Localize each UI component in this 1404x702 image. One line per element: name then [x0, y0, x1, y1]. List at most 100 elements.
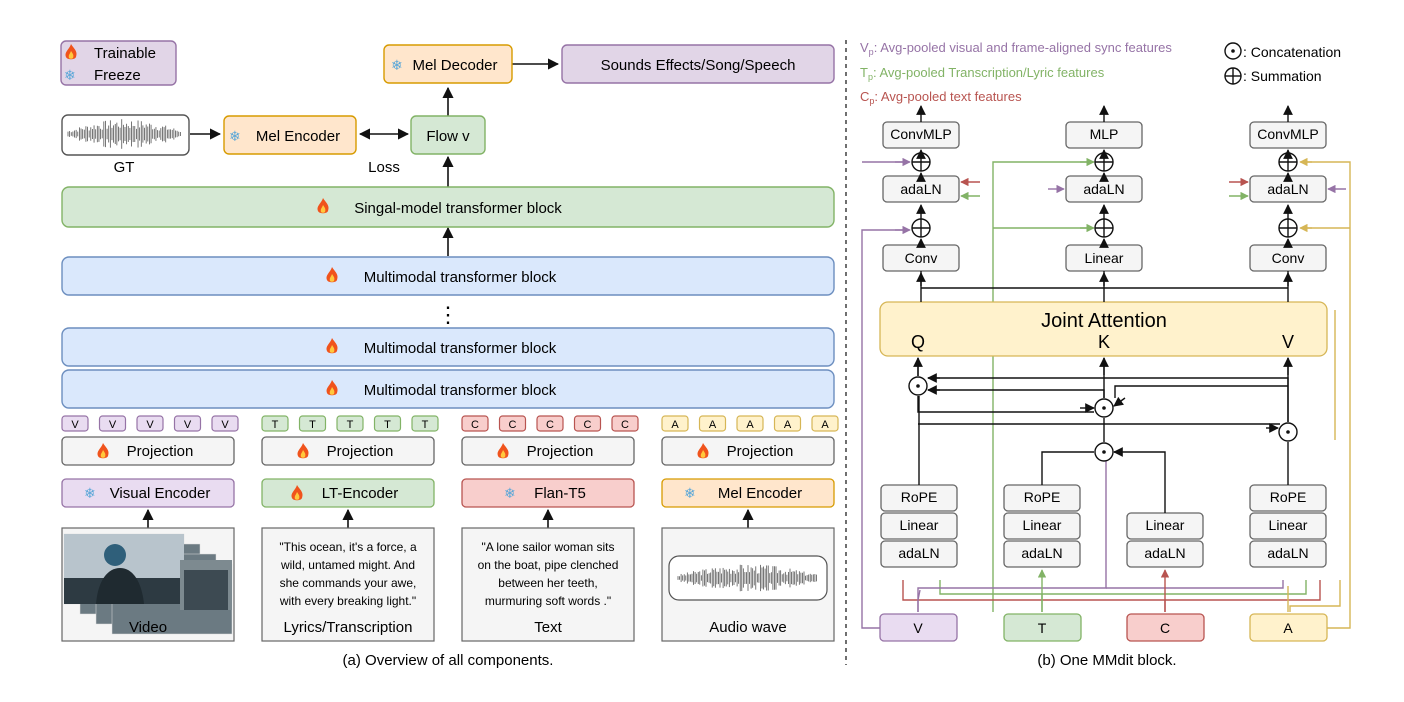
token-label: V [221, 419, 229, 431]
input-box-t [1003, 613, 1082, 642]
v-residual [861, 229, 906, 629]
snowflake-icon: ❄ [64, 67, 76, 83]
legend-box [60, 40, 177, 86]
mm-block-bottom [61, 369, 835, 409]
flame-icon [326, 267, 338, 283]
mm-block-top [61, 256, 835, 296]
caption-a: (a) Overview of all components. [343, 652, 554, 669]
legend-trainable: Trainable [94, 45, 156, 62]
v-to-k2 [1114, 385, 1288, 398]
token-V [173, 415, 202, 432]
lyrics-line-2: wild, untamed might. And [280, 558, 415, 572]
lyrics-line-3: she commands your awe, [280, 576, 417, 590]
flame-icon [317, 198, 329, 214]
token-A [698, 415, 727, 432]
mid-label-right: Conv [1272, 250, 1305, 266]
input-box-c [1126, 613, 1205, 642]
snowflake-icon: ❄ [684, 485, 696, 501]
t-residual [992, 161, 1092, 612]
q-label: Q [911, 332, 925, 352]
sum-icon [1094, 152, 1114, 172]
lyrics-line-1: "This ocean, it's a force, a [279, 540, 417, 554]
linear-label-1: Linear [900, 517, 939, 533]
token-V [211, 415, 239, 432]
sum-icon [1094, 218, 1114, 238]
v-to-k [917, 460, 1107, 612]
person-head [104, 544, 126, 566]
token-label: C [509, 419, 517, 431]
sum-icon [1278, 152, 1298, 172]
mm-block-top-label: Multimodal transformer block [364, 269, 557, 286]
token-T [373, 415, 402, 432]
input-label-v: V [913, 620, 923, 636]
adaln-box [1126, 540, 1204, 568]
gt-label: GT [114, 159, 135, 176]
token-C [611, 415, 639, 432]
adaln-bottom-1: adaLN [898, 545, 939, 561]
gt-waveform-box [61, 114, 190, 156]
token-label: C [584, 419, 592, 431]
arr-k2 [1113, 396, 1126, 407]
snowflake-icon: ❄ [229, 128, 241, 144]
prompt-line-1: "A lone sailor woman sits [482, 540, 615, 554]
input-label-video: Video [129, 619, 167, 636]
token-label: C [546, 419, 554, 431]
token-label: A [671, 419, 679, 431]
legend-freeze: Freeze [94, 67, 141, 84]
mel-encoder-top-label: Mel Encoder [256, 128, 340, 145]
token-label: A [821, 419, 829, 431]
token-label: V [184, 419, 192, 431]
token-T [411, 415, 439, 432]
flow-box [410, 115, 486, 155]
top-label-right: ConvMLP [1257, 126, 1318, 142]
prompt-line-2: on the boat, pipe clenched [478, 558, 619, 572]
token-T [336, 415, 364, 432]
input-box-v [879, 613, 958, 642]
output-box [561, 44, 835, 84]
token-C [536, 415, 564, 432]
a-residual [1303, 161, 1351, 584]
token-V [98, 415, 127, 432]
sum-icon [911, 218, 931, 238]
top-label-left: ConvMLP [890, 126, 951, 142]
token-T [261, 415, 289, 432]
flame-icon [291, 485, 303, 501]
linear-label-2: Linear [1023, 517, 1062, 533]
token-C [573, 415, 602, 432]
caption-b: (b) One MMdit block. [1037, 652, 1176, 669]
token-label: V [109, 419, 117, 431]
token-label: A [709, 419, 717, 431]
snowflake-icon: ❄ [84, 485, 96, 501]
mel-decoder-box [383, 44, 513, 84]
adaln-box [1003, 540, 1081, 568]
rope2-to-cat [1041, 451, 1094, 485]
adaln-label-mid: adaLN [1083, 181, 1124, 197]
a-feed-c [1289, 580, 1341, 612]
concat-icon [1278, 422, 1298, 442]
mel-encoder-top-box [223, 115, 357, 155]
token-V [136, 415, 164, 432]
flame-icon [326, 338, 338, 354]
input-box-a [1249, 613, 1328, 642]
snowflake-icon: ❄ [504, 485, 516, 501]
adaln-box [1249, 540, 1327, 568]
input-label-lyrics: Lyrics/Transcription [284, 619, 413, 636]
encoder-box [461, 478, 635, 508]
v-label: V [1282, 332, 1294, 352]
lyrics-line-4: with every breaking light." [279, 594, 416, 608]
output-label: Sounds Effects/Song/Speech [601, 57, 796, 74]
rope-label-4: RoPE [1270, 489, 1307, 505]
token-A [736, 415, 764, 432]
linear-box [1003, 512, 1081, 540]
token-label: C [621, 419, 629, 431]
token-label: V [146, 419, 154, 431]
lin3-to-cat [1114, 451, 1166, 513]
mid-label-left: Conv [905, 250, 938, 266]
note-text: Cp: Avg-pooled text features [860, 89, 1022, 106]
sum-legend: : Summation [1243, 68, 1322, 84]
note-visual: Vp: Avg-pooled visual and frame-aligned … [860, 40, 1172, 57]
flame-icon [65, 44, 77, 60]
loss-label: Loss [368, 159, 400, 176]
token-C [461, 415, 489, 432]
